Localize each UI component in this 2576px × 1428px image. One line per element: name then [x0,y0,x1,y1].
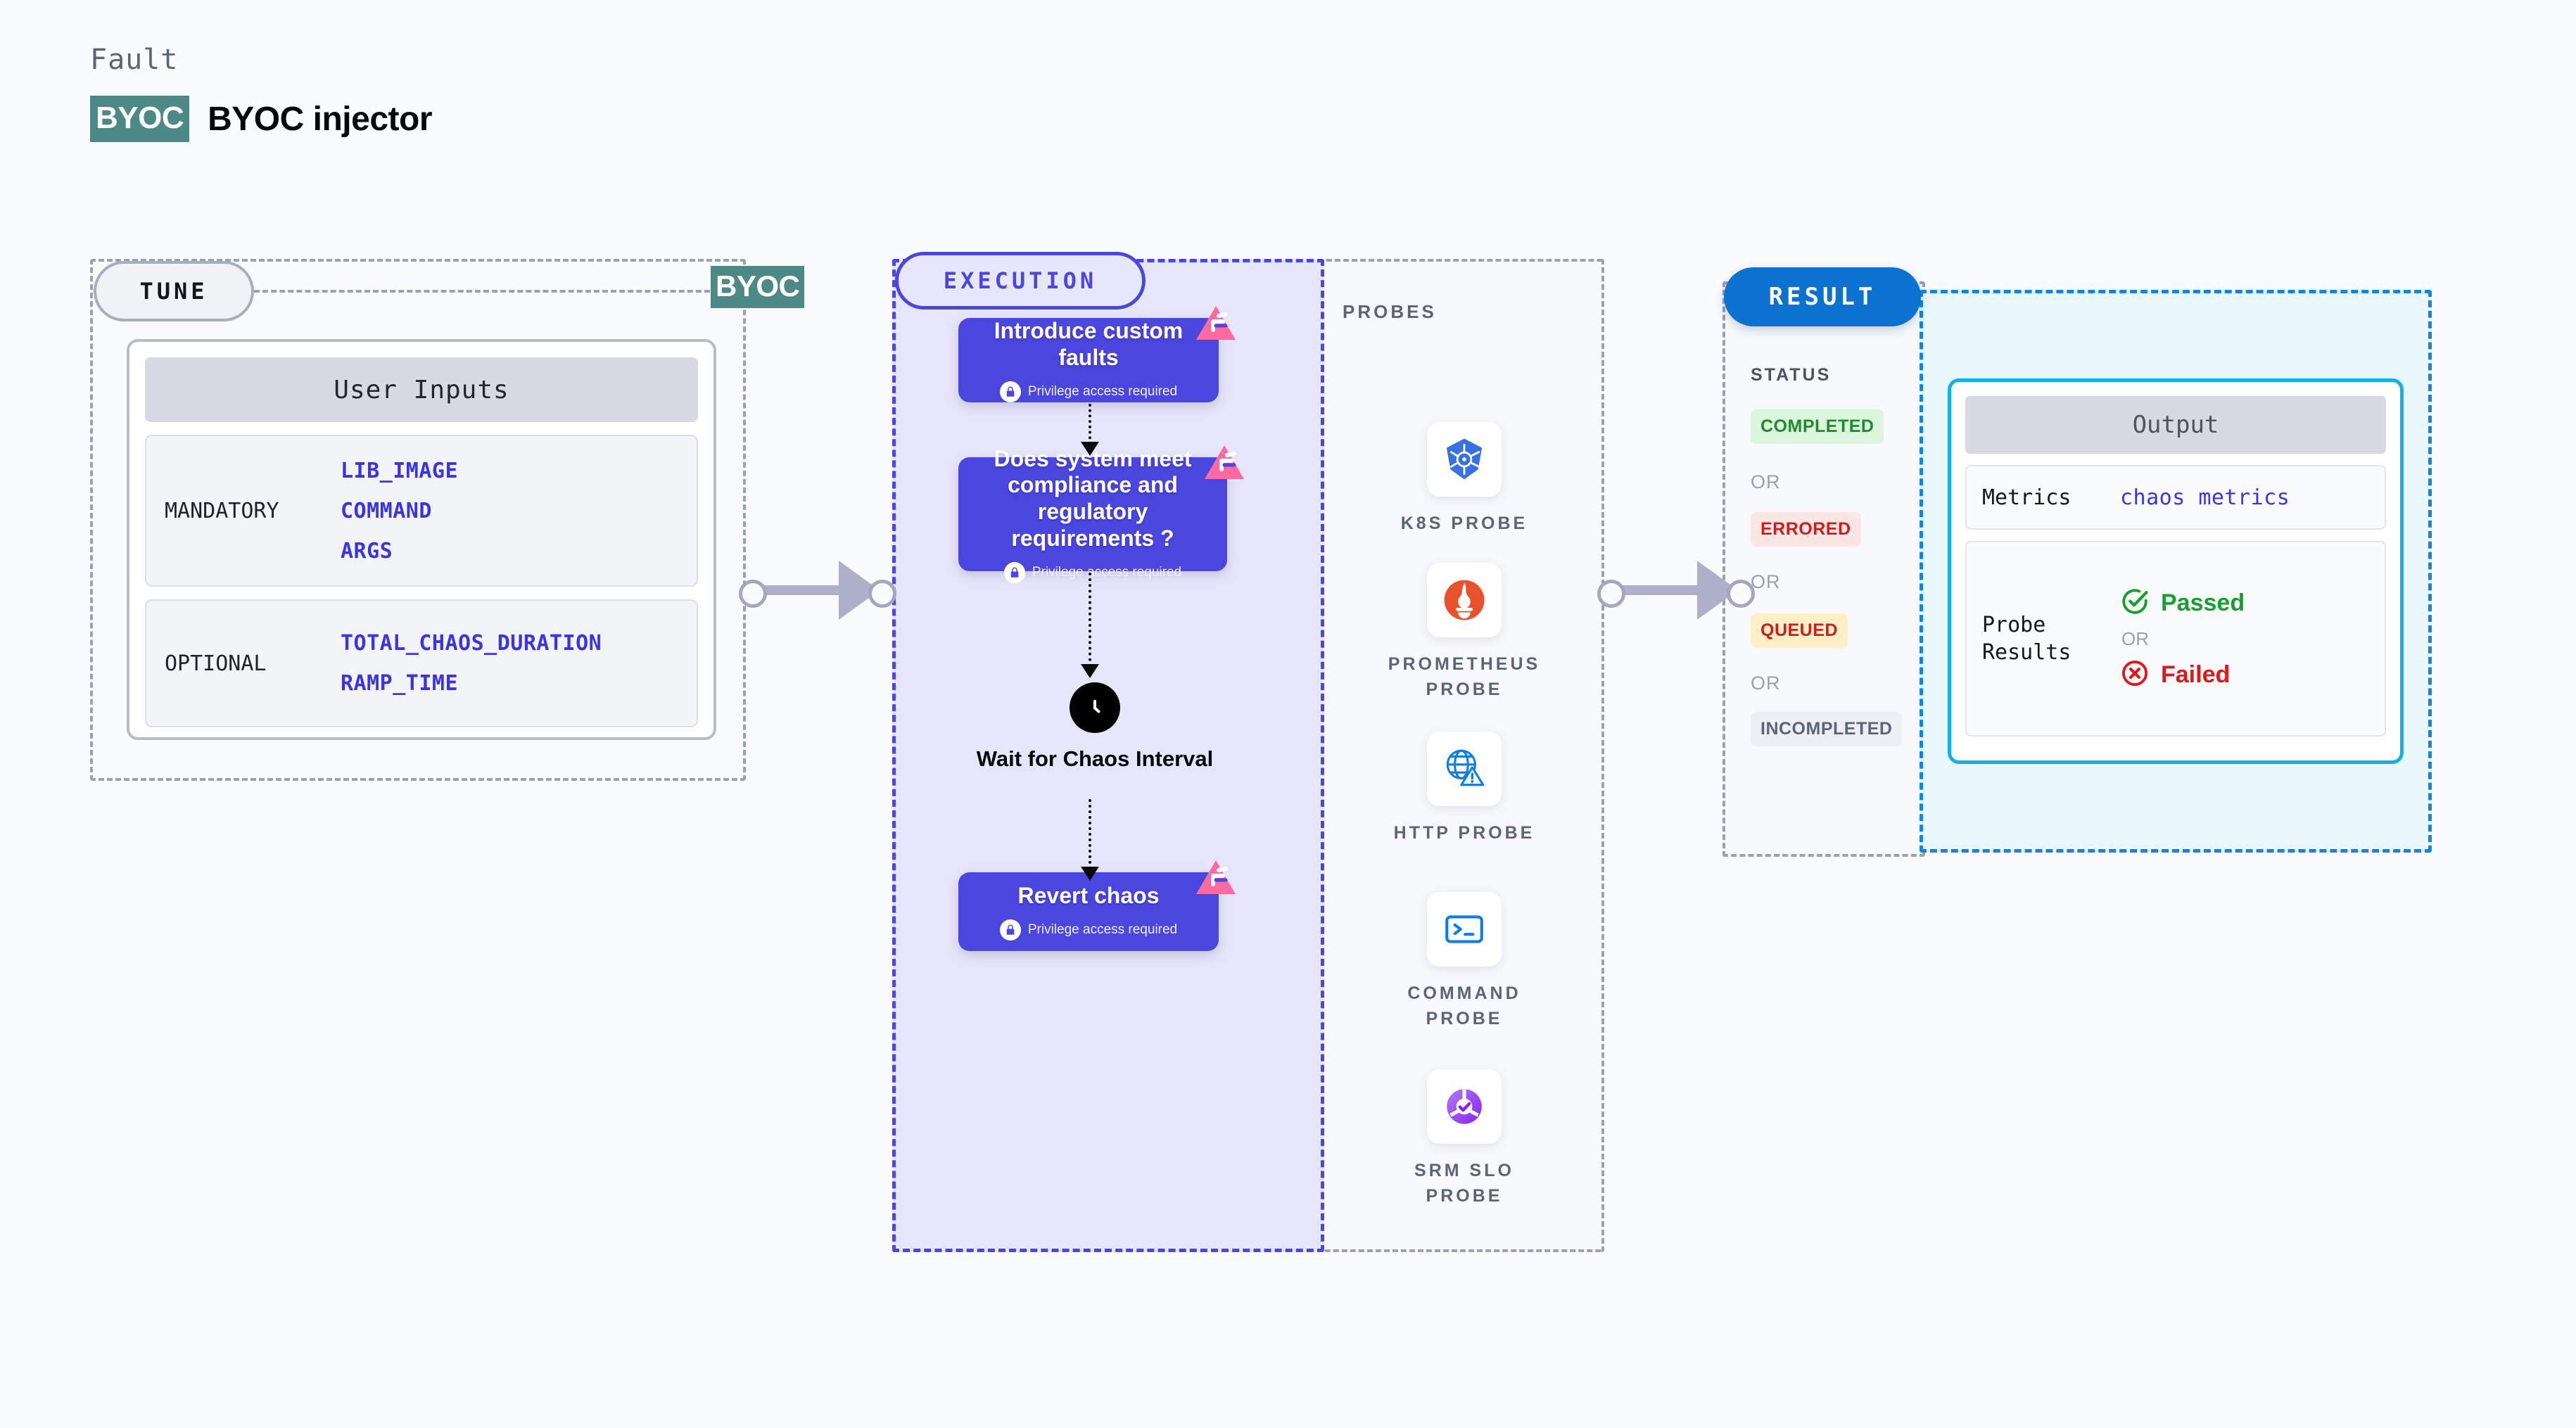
probe-item-prometheus[interactable]: PROMETHEUS PROBE [1373,563,1556,703]
param-group-label: MANDATORY [165,498,279,523]
param-command[interactable]: COMMAND [341,498,432,523]
tune-panel [90,259,746,781]
step-title: Revert chaos [1017,883,1160,909]
execution-panel [892,259,1324,1252]
metrics-row: Metrics chaos metrics [1965,465,2386,530]
probe-result-failed: Failed [2120,658,2245,691]
probes-section-label: PROBES [1343,301,1437,322]
clock-icon [1070,682,1120,733]
step-connector [1089,404,1091,445]
arrow-tune-to-execution [739,561,901,620]
page-header: Fault BYOC BYOC injector [90,44,433,142]
status-badge-completed: COMPLETED [1751,409,1884,444]
page-title: BYOC injector [208,100,433,138]
step-connector-arrowhead [1081,664,1099,678]
slo-donut-icon [1427,1069,1502,1144]
step-connector [1089,573,1091,667]
tune-pill-label: TUNE [94,261,254,321]
probe-results-row: Probe Results Passed OR Failed [1965,541,2386,737]
user-inputs-card: User Inputs MANDATORY LIB_IMAGE COMMAND … [127,339,716,740]
probe-label: K8S PROBE [1400,514,1528,533]
arrow-execution-to-result [1597,561,1759,620]
passed-label: Passed [2161,589,2245,616]
execution-step-revert-chaos[interactable]: Revert chaos Privilege access required [958,872,1219,951]
fault-eyebrow-label: Fault [90,44,179,76]
byoc-connector-badge: BYOC [711,266,805,308]
param-total-chaos-duration[interactable]: TOTAL_CHAOS_DURATION [341,631,602,656]
privilege-row: Privilege access required [1003,561,1182,583]
probe-item-http[interactable]: HTTP PROBE [1373,732,1556,846]
probe-results-label: Probe Results [1982,613,2071,665]
privilege-row: Privilege access required [999,919,1178,941]
status-or-label: OR [1751,672,1781,694]
probe-item-command[interactable]: COMMAND PROBE [1373,892,1556,1032]
param-group-mandatory: MANDATORY LIB_IMAGE COMMAND ARGS [145,435,698,587]
prometheus-icon [1427,563,1502,637]
param-ramp-time[interactable]: RAMP_TIME [341,671,459,696]
param-group-label: OPTIONAL [165,651,267,676]
lock-icon [999,381,1021,402]
byoc-badge: BYOC [90,96,190,142]
probe-label: PROMETHEUS PROBE [1388,654,1541,700]
privilege-text: Privilege access required [1027,922,1178,937]
terminal-icon [1427,892,1502,967]
check-circle-icon [2120,587,2150,620]
metrics-label: Metrics [1982,485,2071,510]
status-section-label: STATUS [1751,365,1832,385]
wait-for-chaos-interval-label: Wait for Chaos Interval [976,746,1214,771]
privilege-row: Privilege access required [999,381,1178,402]
title-row: BYOC BYOC injector [90,96,433,142]
execution-step-introduce-faults[interactable]: Introduce custom faults Privilege access… [958,318,1219,402]
privilege-text: Privilege access required [1027,383,1178,399]
param-lib-image[interactable]: LIB_IMAGE [341,458,459,483]
privilege-text: Privilege access required [1032,564,1182,580]
status-or-label: OR [1751,471,1781,492]
probe-item-srm-slo[interactable]: SRM SLO PROBE [1373,1069,1556,1209]
param-group-optional: OPTIONAL TOTAL_CHAOS_DURATION RAMP_TIME [145,599,698,727]
status-badge-incompleted: INCOMPLETED [1751,712,1903,746]
execution-step-compliance-check[interactable]: Does system meet compliance and regulato… [958,446,1227,583]
param-list: TOTAL_CHAOS_DURATION RAMP_TIME [341,631,602,696]
step-title: Introduce custom faults [994,318,1184,370]
step-connector [1089,799,1091,869]
probe-item-k8s[interactable]: K8S PROBE [1373,422,1556,536]
result-pill-label: RESULT [1724,267,1921,326]
user-inputs-header: User Inputs [145,357,698,422]
failed-label: Failed [2161,661,2231,688]
step-connector-arrowhead [1081,442,1099,456]
lock-icon [1003,561,1025,583]
metrics-value[interactable]: chaos metrics [2120,485,2290,510]
probe-label: SRM SLO PROBE [1414,1161,1514,1206]
status-badge-errored: ERRORED [1751,512,1861,547]
tune-connector-line [254,290,718,293]
probe-label: HTTP PROBE [1393,823,1535,843]
probe-label: COMMAND PROBE [1407,983,1521,1029]
probe-result-passed: Passed [2120,587,2245,620]
probe-results-values: Passed OR Failed [2120,587,2245,691]
execution-pill-label: EXECUTION [895,252,1146,310]
param-list: LIB_IMAGE COMMAND ARGS [341,459,458,563]
step-connector-arrowhead [1081,867,1099,881]
step-title: Does system meet compliance and regulato… [994,445,1192,551]
output-card: Output Metrics chaos metrics Probe Resul… [1948,378,2404,764]
x-circle-icon [2120,658,2150,691]
status-badge-queued: QUEUED [1751,613,1848,648]
param-args[interactable]: ARGS [341,538,393,563]
probe-result-or-label: OR [2121,627,2149,649]
output-card-header: Output [1965,396,2386,454]
globe-warning-icon [1427,732,1502,806]
status-or-label: OR [1751,571,1781,592]
lock-icon [999,919,1021,941]
kubernetes-icon [1427,422,1502,497]
